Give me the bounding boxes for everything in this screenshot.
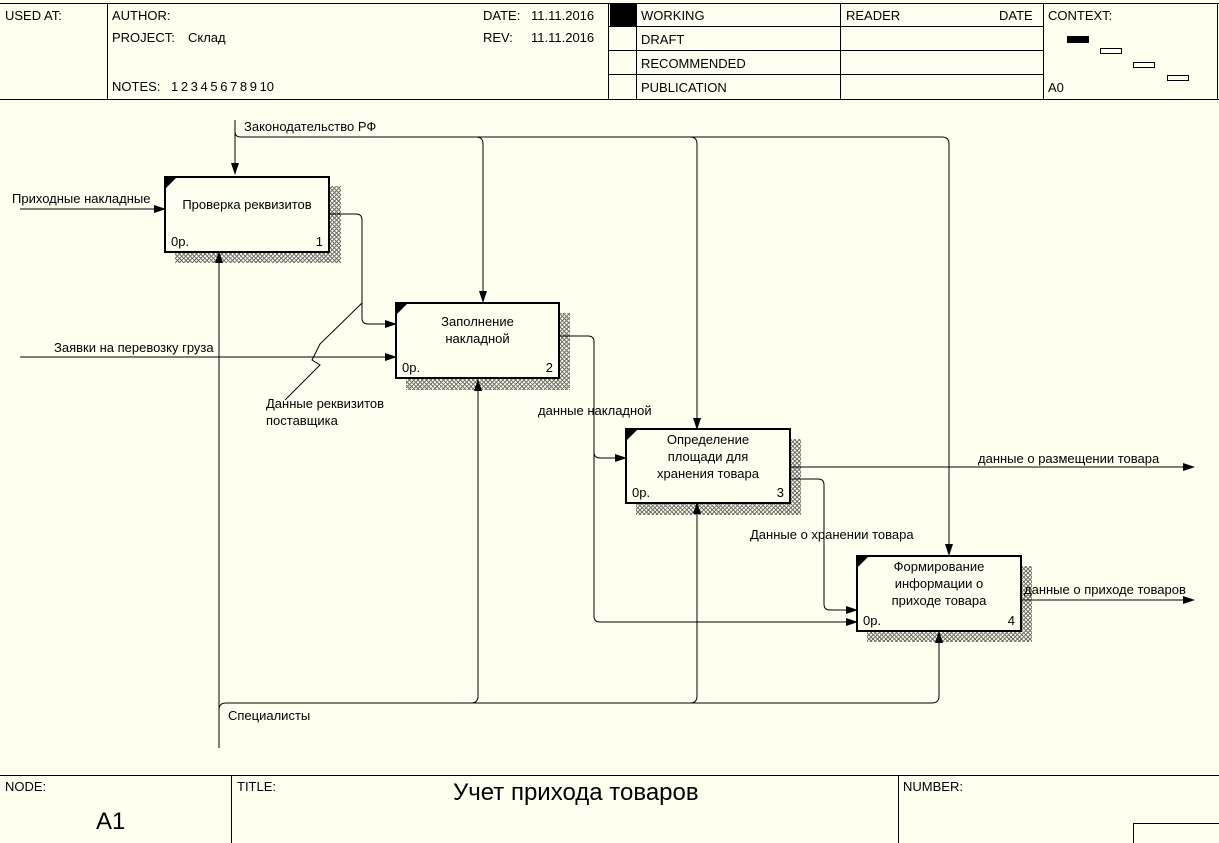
activity-box-3[interactable]: Определение площади для хранения товара … [625, 428, 791, 504]
author-label: AUTHOR: [112, 8, 171, 23]
used-at-label: USED AT: [5, 8, 62, 23]
date-label: DATE: [483, 8, 521, 23]
node-label: NODE: [5, 779, 47, 794]
arrow-mechanism-staff [218, 631, 943, 711]
activity-box-4[interactable]: Формирование информации о приходе товара… [856, 555, 1022, 632]
activity-number: 2 [545, 360, 553, 375]
activity-cost: 0р. [863, 613, 882, 628]
notes-label: NOTES: [112, 79, 161, 94]
activity-title: Формирование информации о приходе товара [891, 559, 987, 608]
activity-number: 4 [1007, 613, 1015, 628]
box-corner-mark [166, 178, 176, 188]
arrow-mechanism-staff [689, 502, 701, 704]
activity-number: 3 [776, 485, 784, 500]
status-publication: PUBLICATION [641, 80, 727, 95]
activity-box-1[interactable]: Проверка реквизитов 0р. 1 [164, 176, 330, 253]
box-corner-mark [397, 304, 407, 314]
working-status-mark [610, 4, 636, 26]
activity-box-2[interactable]: Заполнение накладной 0р. 2 [395, 302, 560, 379]
activity-title: Заполнение накладной [441, 314, 514, 346]
project-value: Склад [188, 30, 226, 45]
arrow-control-law [689, 136, 701, 430]
box-corner-mark [627, 430, 637, 440]
reader-date-label: DATE [999, 8, 1033, 23]
context-box-current [1067, 36, 1089, 43]
activity-cost: 0р. [632, 485, 651, 500]
number-label: NUMBER: [903, 779, 963, 794]
activity-title: Проверка реквизитов [182, 197, 312, 212]
arrow-invoice-data [558, 335, 627, 462]
rev-value: 11.11.2016 [531, 30, 595, 45]
status-working: WORKING [641, 8, 705, 23]
label-mechanism-staff: Специалисты [228, 708, 311, 723]
status-draft: DRAFT [641, 32, 685, 47]
activity-number: 1 [315, 234, 323, 249]
context-box [1133, 62, 1155, 68]
label-input-requests: Заявки на перевозку груза [54, 340, 214, 355]
diagram-title: Учет прихода товаров [453, 779, 699, 806]
arrow-supplier-details-squiggle [284, 302, 363, 401]
label-storage-data: Данные о хранении товара [750, 527, 914, 542]
arrow-storage-data [789, 478, 858, 614]
label-arrival-data: данные о приходе товаров [1024, 582, 1186, 597]
label-supplier-details: Данные реквизитов поставщика [266, 396, 385, 428]
rev-label: REV: [483, 30, 513, 45]
notes-values: 1 2 3 4 5 6 7 8 9 10 [171, 79, 275, 94]
activity-cost: 0р. [402, 360, 421, 375]
label-placement-data: данные о размещении товара [978, 451, 1160, 466]
arrow-invoice-data [593, 440, 858, 626]
context-node: A0 [1048, 80, 1064, 95]
title-label: TITLE: [237, 779, 277, 794]
label-control-law: Законодательство РФ [244, 119, 377, 134]
arrow-control-law [475, 136, 487, 303]
node-value: A1 [96, 808, 126, 835]
label-invoice-data: данные накладной [538, 403, 652, 418]
arrow-supplier-details [329, 213, 397, 328]
project-label: PROJECT: [112, 30, 175, 45]
context-box [1167, 75, 1189, 81]
box-corner-mark [858, 557, 868, 567]
context-box [1100, 48, 1122, 54]
activity-title: Определение площади для хранения товара [657, 432, 759, 481]
arrow-mechanism-staff [470, 379, 482, 704]
context-label: CONTEXT: [1048, 8, 1113, 23]
date-value: 11.11.2016 [531, 8, 595, 23]
status-recommended: RECOMMENDED [641, 56, 746, 71]
arrow-control-law [234, 131, 953, 556]
label-input-invoices: Приходные накладные [12, 191, 151, 206]
reader-label: READER [846, 8, 901, 23]
activity-cost: 0р. [171, 234, 190, 249]
